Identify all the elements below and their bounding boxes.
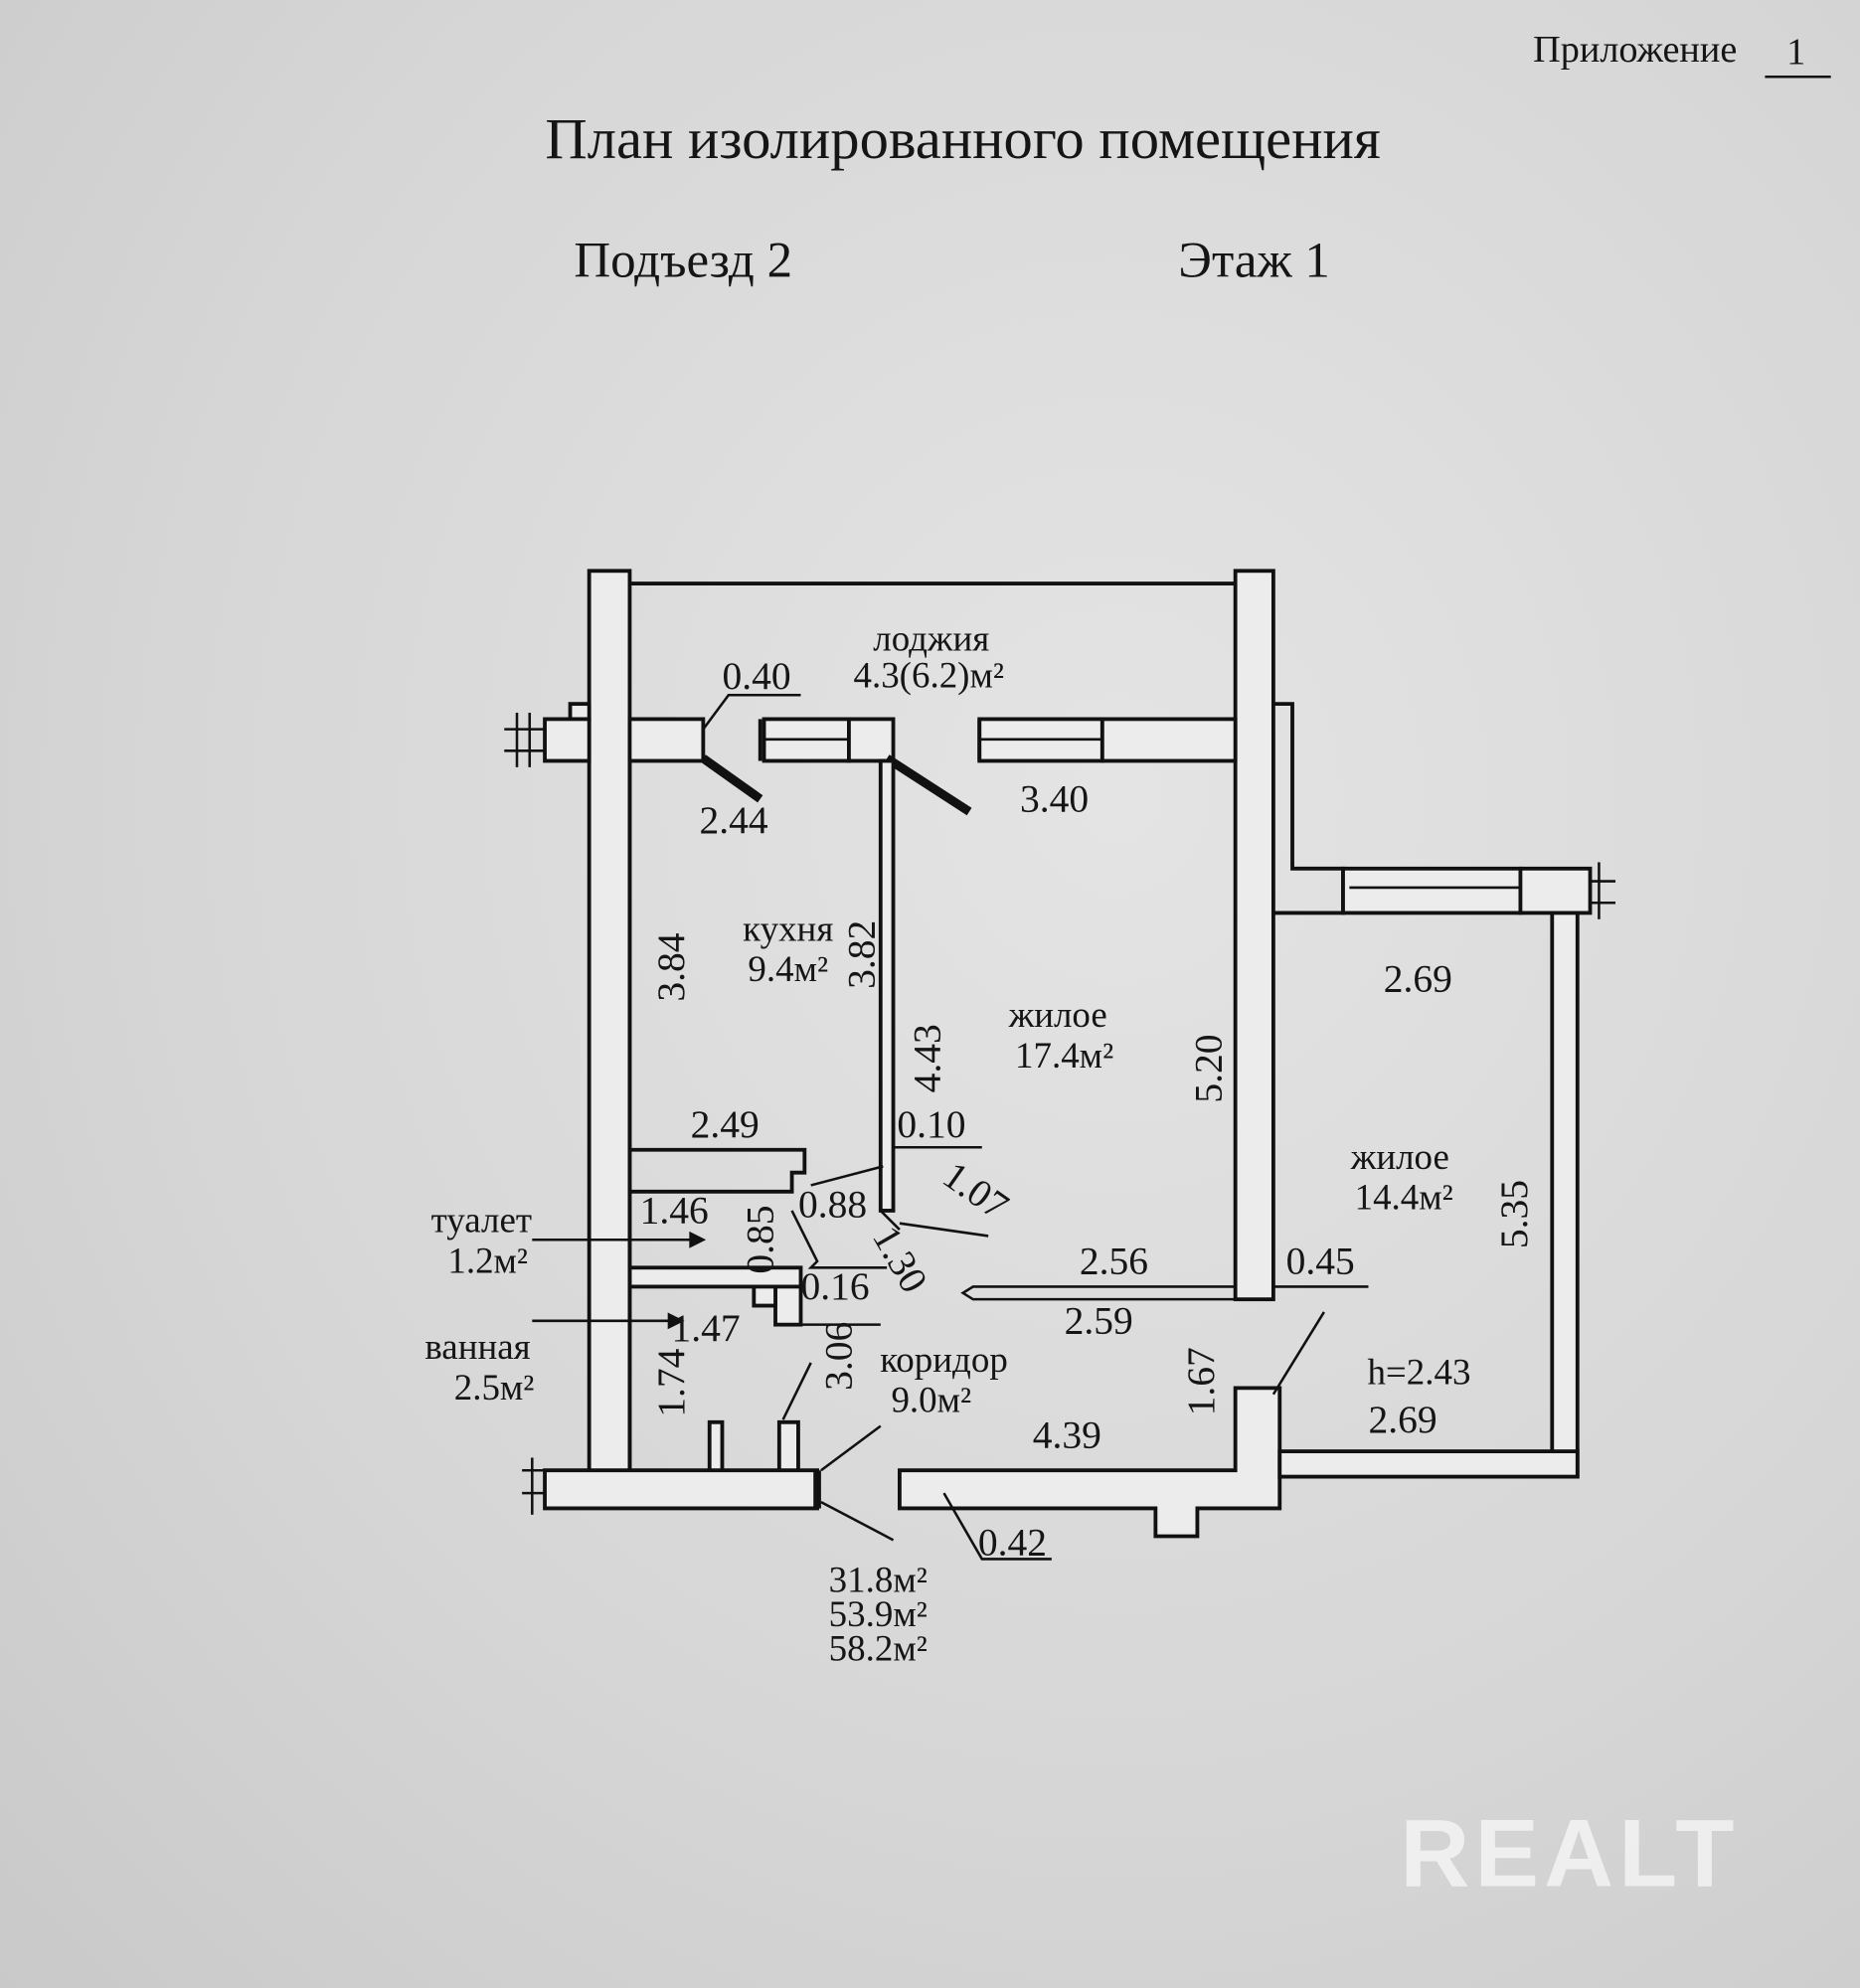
- ceiling-height: h=2.43: [1367, 1352, 1470, 1393]
- appendix-number: 1: [1786, 32, 1805, 74]
- entrance-label: Подъезд 2: [574, 234, 792, 289]
- dim-label: 0.85: [738, 1206, 781, 1274]
- room-labels: лоджия 4.3(6.2)м² кухня 9.4м² жилое 17.4…: [424, 618, 1470, 1420]
- dim-label: 1.74: [649, 1348, 693, 1416]
- toilet-name: туалет: [431, 1200, 532, 1241]
- dim-label: 3.40: [1020, 776, 1089, 820]
- dim-label: 0.40: [722, 654, 790, 698]
- floor-label: Этаж 1: [1178, 234, 1330, 289]
- kitchen-area: 9.4м²: [748, 948, 828, 989]
- dim-label: 2.44: [700, 798, 768, 842]
- realt-watermark: REALT: [1400, 1798, 1739, 1906]
- toilet-area: 1.2м²: [447, 1240, 528, 1280]
- total-area: 53.9м²: [829, 1593, 928, 1634]
- dim-label: 5.20: [1187, 1034, 1231, 1102]
- walls: [504, 569, 1616, 1561]
- dim-label: 3.84: [649, 932, 693, 1001]
- dim-label: 2.59: [1065, 1299, 1133, 1343]
- kitchen-name: кухня: [743, 908, 833, 948]
- dim-label: 1.67: [1179, 1347, 1223, 1415]
- page-title: План изолированного помещения: [545, 106, 1381, 171]
- bath-name: ванная: [424, 1326, 530, 1367]
- dim-label: 0.10: [897, 1102, 965, 1146]
- loggia-name: лоджия: [873, 618, 989, 659]
- dim-label: 0.45: [1286, 1240, 1355, 1283]
- living1-name: жилое: [1008, 994, 1107, 1035]
- dim-label: 1.46: [640, 1189, 709, 1233]
- corridor-area: 9.0м²: [891, 1380, 971, 1420]
- dim-label: 0.88: [798, 1182, 867, 1226]
- corridor-name: коридор: [880, 1339, 1008, 1380]
- dim-label: 3.06: [816, 1322, 860, 1391]
- total-living-area: 31.8м²: [829, 1560, 928, 1600]
- dim-label: 0.42: [978, 1521, 1047, 1565]
- dim-label: 2.56: [1080, 1240, 1148, 1283]
- living1-area: 17.4м²: [1015, 1035, 1113, 1076]
- total-area-with-loggia: 58.2м²: [829, 1627, 928, 1668]
- dim-label: 2.69: [1384, 956, 1452, 1000]
- dim-label: 3.82: [839, 920, 883, 989]
- living2-area: 14.4м²: [1355, 1177, 1453, 1218]
- appendix-label: Приложение: [1533, 29, 1737, 71]
- dim-label: 5.35: [1492, 1180, 1536, 1248]
- dim-label: 1.30: [864, 1219, 936, 1300]
- dim-label: 2.49: [691, 1102, 760, 1146]
- bath-area: 2.5м²: [454, 1367, 535, 1408]
- dimensions: 0.40 2.44 3.40 3.84 3.82 4.43 5.20 2.69 …: [640, 654, 1536, 1565]
- dim-label: 0.16: [800, 1264, 869, 1308]
- area-totals: 31.8м² 53.9м² 58.2м²: [829, 1560, 928, 1669]
- dim-label: 4.39: [1033, 1412, 1101, 1456]
- loggia-area: 4.3(6.2)м²: [853, 655, 1003, 697]
- dim-label: 2.69: [1368, 1398, 1437, 1441]
- dim-label: 4.43: [906, 1024, 949, 1092]
- dim-label: 1.47: [671, 1306, 740, 1350]
- living2-name: жилое: [1350, 1136, 1449, 1177]
- dim-label: 1.07: [935, 1153, 1017, 1229]
